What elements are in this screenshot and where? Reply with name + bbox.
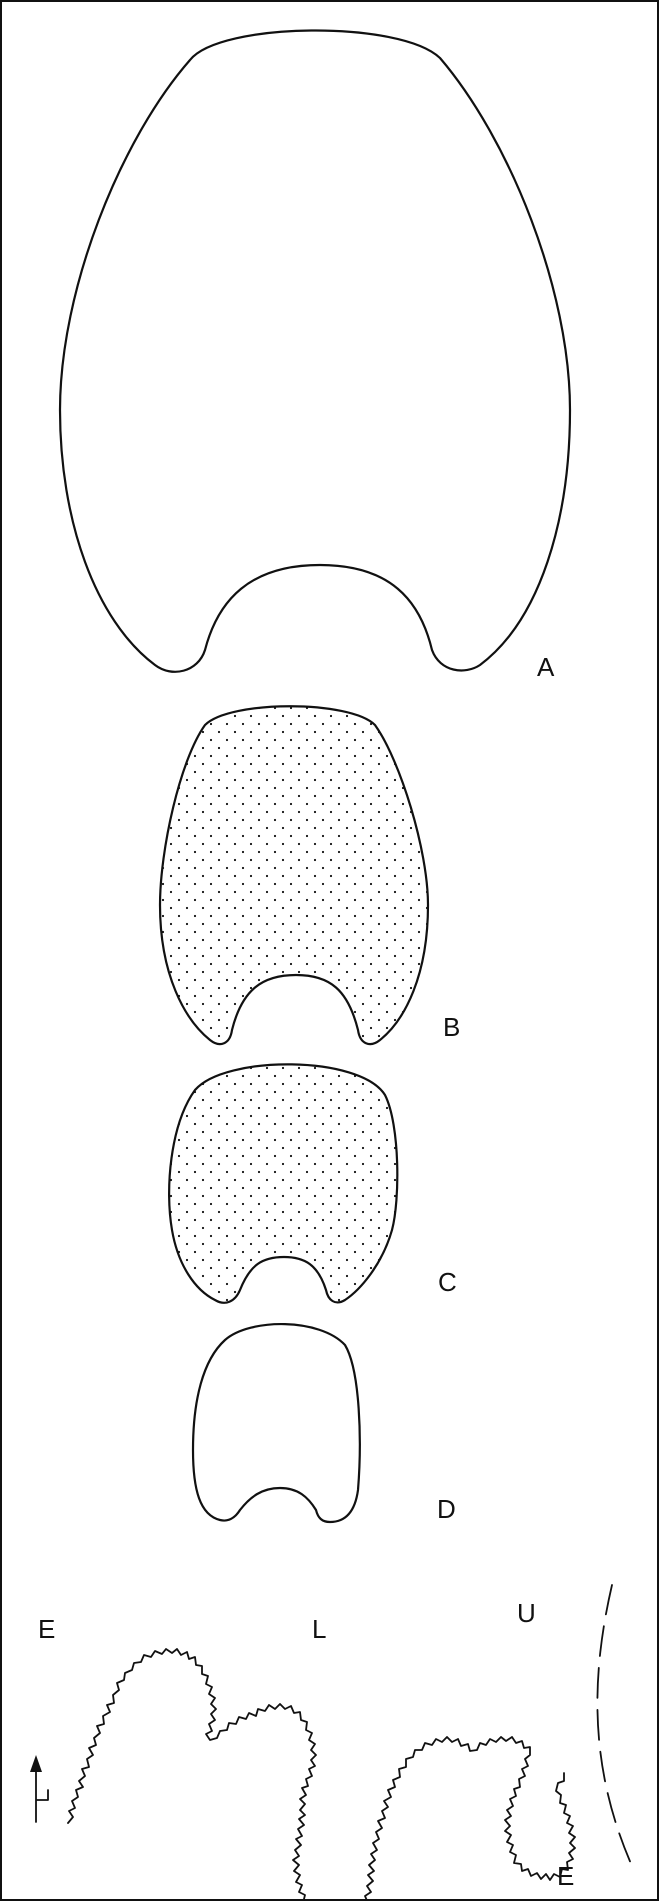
whorl-section-b xyxy=(160,706,428,1044)
panel-label-d: D xyxy=(437,1494,456,1524)
venter-edge xyxy=(597,1585,632,1866)
suture-label-umbilical: U xyxy=(517,1598,536,1628)
whorl-section-d xyxy=(193,1324,360,1522)
panel-label-e: E xyxy=(557,1861,574,1891)
panel-label-a: A xyxy=(537,652,555,682)
direction-arrow xyxy=(30,1755,48,1822)
whorl-section-c xyxy=(169,1064,397,1302)
panel-label-c: C xyxy=(438,1267,457,1297)
panel-label-b: B xyxy=(443,1012,460,1042)
whorl-section-a xyxy=(60,30,570,671)
suture-line xyxy=(68,1649,575,1901)
suture-label-external: E xyxy=(38,1614,55,1644)
suture-label-lateral: L xyxy=(312,1614,326,1644)
